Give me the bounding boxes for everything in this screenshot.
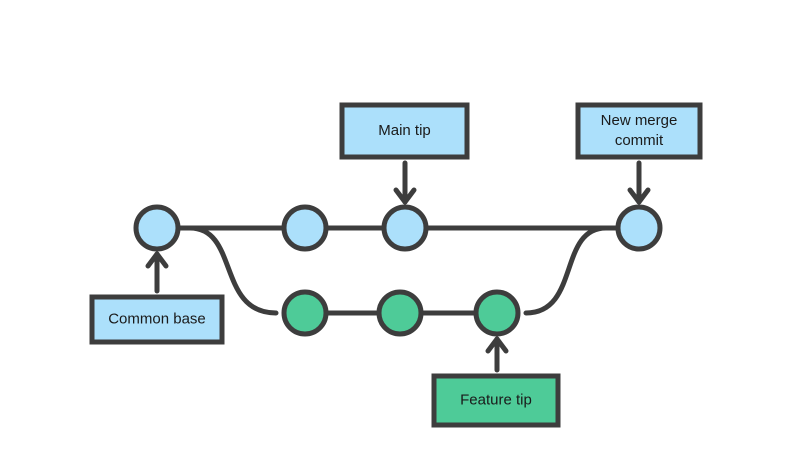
callout-common-base[interactable]: Common base [89,251,225,345]
callout-feature-tip[interactable]: Feature tip [431,336,561,428]
callout-arrow-head-main-tip [393,187,417,205]
commit-node-feature-3[interactable] [473,289,521,337]
callout-arrow-head-feature-tip [485,336,509,354]
commit-node-feature-2[interactable] [376,289,424,337]
nodes-layer [133,204,663,337]
callout-box-new-merge[interactable] [575,102,703,160]
callout-box-main-tip[interactable] [339,102,470,160]
callout-label-common-base: Common base [108,310,206,327]
callout-box-feature-tip[interactable] [431,373,561,428]
commit-node-main-1[interactable] [281,204,329,252]
callout-arrow-head-new-merge [627,187,651,205]
callout-label-new-merge: New merge [601,112,678,129]
callout-box-common-base[interactable] [89,294,225,345]
commit-node-main-2[interactable] [381,204,429,252]
callout-label-new-merge: commit [615,132,664,149]
callout-new-merge[interactable]: New merge commit [575,102,703,205]
commit-node-base[interactable] [133,204,181,252]
callout-label-feature-tip: Feature tip [460,391,532,408]
callout-arrow-head-common-base [145,251,169,269]
callout-main-tip[interactable]: Main tip [339,102,470,205]
edge-branch-curve [187,225,279,316]
commit-node-feature-1[interactable] [281,289,329,337]
edge-merge-curve [523,225,609,316]
callout-label-main-tip: Main tip [378,122,431,139]
commit-node-merge[interactable] [615,204,663,252]
